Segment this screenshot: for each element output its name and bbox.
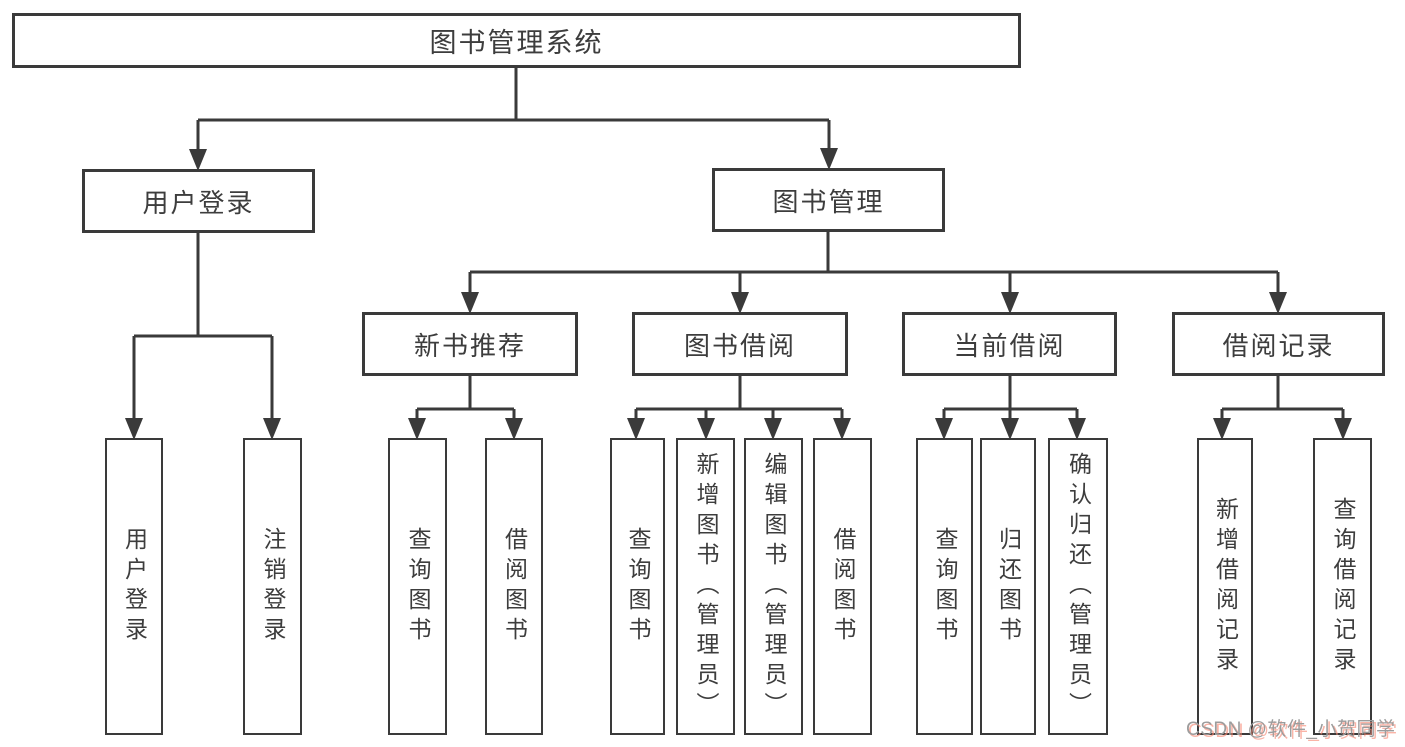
- leaf-edit-books-admin: 编辑图书（管理员）: [744, 438, 803, 735]
- leaf-return-books: 归还图书: [980, 438, 1036, 735]
- leaf-user-login: 用户登录: [105, 438, 163, 735]
- node-borrow-records-label: 借阅记录: [1222, 330, 1335, 361]
- leaf-current-query-books: 查询图书: [916, 438, 973, 735]
- leaf-recommend-query-books-label: 查询图书: [405, 526, 431, 647]
- connector-new-book-recommend-to-leaves: [408, 376, 523, 440]
- connector-book-management-to-level3: [461, 232, 1287, 314]
- node-borrow-records: 借阅记录: [1172, 312, 1385, 376]
- arrowhead: [1068, 418, 1086, 440]
- node-root-system-label: 图书管理系统: [429, 28, 604, 58]
- arrowhead: [833, 418, 851, 440]
- connector-book-borrow-to-leaves: [627, 376, 851, 440]
- node-new-book-recommend-label: 新书推荐: [413, 330, 526, 361]
- node-user-login-label: 用户登录: [142, 187, 255, 218]
- arrowhead: [1001, 292, 1019, 314]
- node-new-book-recommend: 新书推荐: [362, 312, 578, 376]
- leaf-query-borrow-record: 查询借阅记录: [1313, 438, 1372, 735]
- csdn-watermark: CSDN @软件_小贺同学: [1186, 719, 1396, 740]
- node-root-system: 图书管理系统: [12, 13, 1021, 68]
- arrowhead: [1269, 292, 1287, 314]
- leaf-query-borrow-record-label: 查询借阅记录: [1330, 496, 1356, 677]
- leaf-borrow-books: 借阅图书: [813, 438, 872, 735]
- leaf-user-login-label: 用户登录: [121, 526, 148, 647]
- node-book-management: 图书管理: [712, 168, 945, 232]
- node-user-login: 用户登录: [82, 169, 315, 233]
- leaf-logout-login-label: 注销登录: [260, 526, 286, 647]
- arrowhead: [1213, 418, 1231, 440]
- leaf-add-borrow-record-label: 新增借阅记录: [1212, 496, 1239, 677]
- leaf-recommend-query-books: 查询图书: [388, 438, 447, 735]
- arrowhead: [408, 418, 426, 440]
- arrowhead: [263, 418, 281, 440]
- arrowhead: [935, 418, 953, 440]
- node-book-borrow: 图书借阅: [632, 312, 848, 376]
- connector-current-borrow-to-leaves: [935, 376, 1086, 440]
- leaf-recommend-borrow-books-label: 借阅图书: [501, 526, 528, 647]
- leaf-add-books-admin: 新增图书（管理员）: [676, 438, 735, 735]
- leaf-current-query-books-label: 查询图书: [932, 526, 958, 647]
- leaf-borrow-query-books-label: 查询图书: [625, 526, 651, 647]
- leaf-add-borrow-record: 新增借阅记录: [1197, 438, 1253, 735]
- arrowhead: [627, 418, 645, 440]
- leaf-return-books-label: 归还图书: [995, 526, 1022, 647]
- leaf-confirm-return-admin: 确认归还（管理员）: [1048, 438, 1108, 735]
- leaf-edit-books-admin-label: 编辑图书（管理员）: [761, 451, 787, 722]
- leaf-confirm-return-admin-label: 确认归还（管理员）: [1065, 451, 1092, 722]
- arrowhead: [189, 149, 207, 171]
- arrowhead: [1334, 418, 1352, 440]
- arrowhead: [731, 292, 749, 314]
- leaf-borrow-query-books: 查询图书: [610, 438, 665, 735]
- arrowhead: [461, 292, 479, 314]
- arrowhead: [764, 418, 782, 440]
- arrowhead: [1001, 418, 1019, 440]
- arrowhead: [125, 418, 143, 440]
- arrowhead: [820, 148, 838, 170]
- connector-user-login-to-leaves: [125, 233, 281, 440]
- arrowhead: [505, 418, 523, 440]
- node-book-management-label: 图书管理: [772, 186, 885, 217]
- node-book-borrow-label: 图书借阅: [683, 330, 796, 361]
- leaf-borrow-books-label: 借阅图书: [830, 526, 856, 647]
- connector-borrow-records-to-leaves: [1213, 376, 1352, 440]
- leaf-add-books-admin-label: 新增图书（管理员）: [693, 451, 719, 722]
- node-current-borrow-label: 当前借阅: [953, 330, 1066, 361]
- arrowhead: [697, 418, 715, 440]
- node-current-borrow: 当前借阅: [902, 312, 1117, 376]
- leaf-logout-login: 注销登录: [243, 438, 302, 735]
- connector-root-to-level2: [189, 68, 838, 171]
- leaf-recommend-borrow-books: 借阅图书: [485, 438, 543, 735]
